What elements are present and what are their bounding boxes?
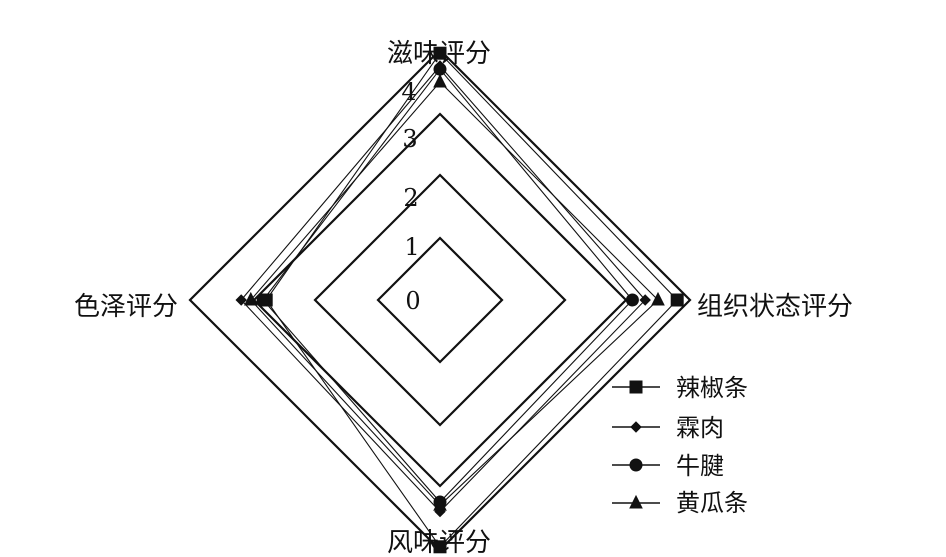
legend-label: 辣椒条 [676,374,748,402]
legend-item: 辣椒条 [612,374,748,402]
data-point [433,540,447,554]
legend-swatch [612,421,660,433]
series-4 [243,73,665,511]
grid-ring-2 [313,173,567,427]
series-layer [235,46,684,554]
data-point [235,294,247,306]
series-line [250,81,659,506]
legend-swatch [612,494,660,509]
data-point [629,458,643,472]
series-line [265,52,678,548]
axis-label-right: 组织状态评分 [697,292,853,322]
data-point [433,497,447,511]
legend-label: 牛腱 [676,452,724,480]
series-3 [256,62,639,509]
axis-label-left: 色泽评分 [74,292,178,322]
tick-label-2: 2 [403,184,418,212]
legend-swatch [612,380,660,394]
series-line [262,68,634,503]
grid-ring-1 [376,236,504,364]
legend-item: 霖肉 [612,414,724,442]
data-point [243,291,258,306]
legend-item: 牛腱 [612,452,724,480]
data-point [256,293,270,307]
legend-label: 黄瓜条 [676,489,748,517]
tick-label-0: 0 [405,287,420,315]
legend-item: 黄瓜条 [612,489,748,517]
data-point [625,293,639,307]
data-point [670,293,684,307]
legend: 辣椒条 霖肉 牛腱 黄瓜条 [612,374,748,517]
data-point [630,421,642,433]
series-1 [259,46,684,554]
data-point [433,62,447,76]
legend-label: 霖肉 [676,414,724,442]
data-point [639,294,651,306]
tick-label-3: 3 [402,125,417,153]
series-line [240,65,646,513]
tick-labels: 0 1 2 3 4 [401,78,420,315]
grid-ring-3 [252,112,628,488]
series-2 [235,60,651,518]
legend-swatch [612,458,660,472]
tick-label-4: 4 [401,78,416,106]
data-point [651,291,665,306]
data-point [433,73,447,88]
tick-label-1: 1 [404,233,419,261]
data-point [629,494,643,509]
data-point [433,46,447,60]
data-point [629,380,643,394]
